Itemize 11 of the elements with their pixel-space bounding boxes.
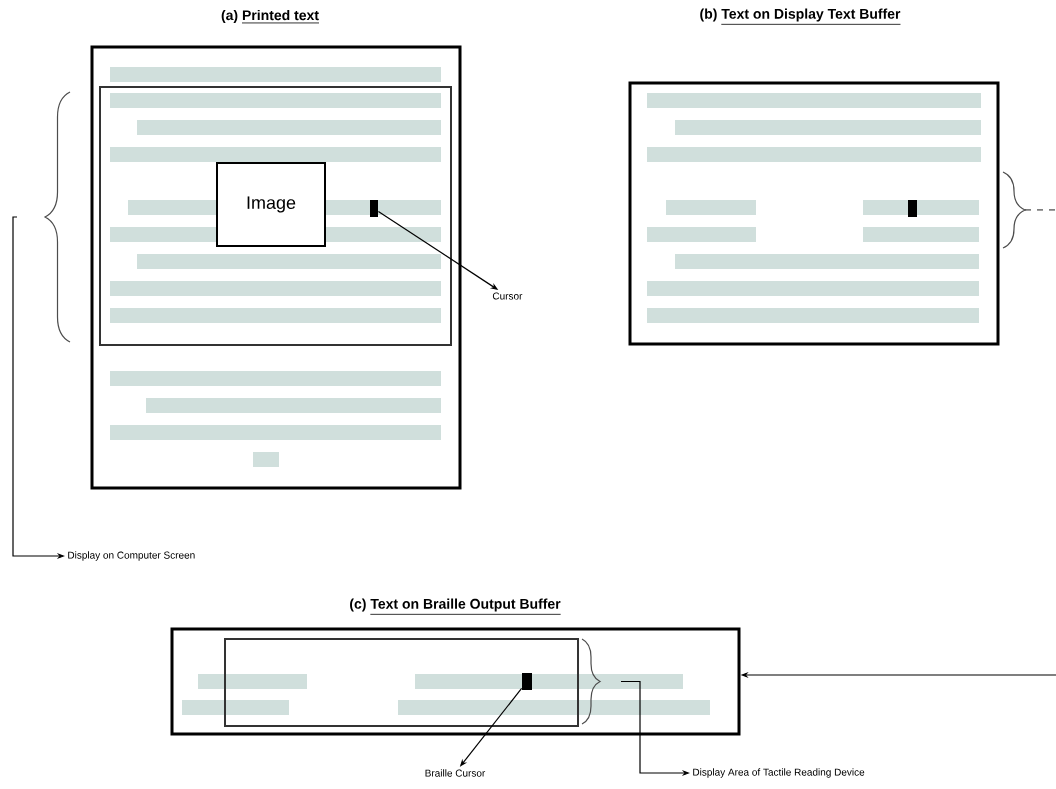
image-box: Image [216,162,326,247]
callout-text: Display Area of Tactile Reading Device [693,768,865,778]
cursor-mark [908,200,917,217]
callout-text: Braille Cursor [425,769,486,777]
panel-title: (a) Printed text [221,9,320,24]
panel-title: (c) Text on Braille Output Buffer [350,598,562,615]
cursor-mark [522,673,532,690]
callout-text: Display on Computer Screen [68,551,195,561]
cursor-mark [370,200,378,217]
panel-title: (b) Text on Display Text Buffer [700,8,901,25]
callout-text: Cursor [492,292,523,300]
